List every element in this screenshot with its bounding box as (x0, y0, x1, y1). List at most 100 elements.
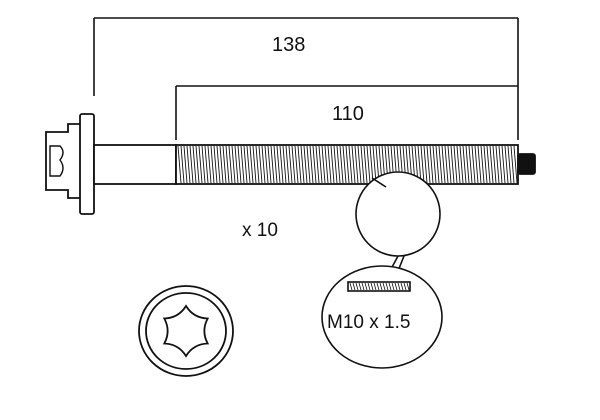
overall-length-label: 138 (272, 34, 305, 56)
thread-hatch-line (201, 145, 206, 184)
thread-sample-hatch-line (367, 282, 371, 291)
thread-hatch-line (441, 145, 446, 184)
thread-hatch-line (327, 145, 332, 184)
dimension-overall-length (93, 17, 519, 140)
bolt-thread (175, 144, 519, 185)
thread-hatch-line (456, 145, 461, 184)
thread-hatch-line (180, 145, 185, 184)
thread-hatch-line (513, 145, 518, 184)
thread-sample-hatch-line (406, 282, 410, 291)
bolt-side-view (45, 113, 536, 215)
thread-hatch-line (291, 145, 296, 184)
thread-hatch-line (258, 145, 263, 184)
thread-sample-hatch-line (352, 282, 356, 291)
washer-outer-ring (138, 285, 234, 377)
thread-hatch-line (213, 145, 218, 184)
thread-hatch-line (336, 145, 341, 184)
thread-hatch-line (279, 145, 284, 184)
thread-hatch-line (453, 145, 458, 184)
quantity-label: x 10 (242, 220, 278, 241)
thread-hatch-line (417, 145, 422, 184)
washer-inner-ring (145, 292, 227, 370)
thread-hatch-line (192, 145, 197, 184)
thread-hatch-line (339, 145, 344, 184)
thread-sample-hatch-line (361, 282, 365, 291)
thread-sample-hatch-line (355, 282, 359, 291)
thread-hatch-line (459, 145, 464, 184)
thread-sample-hatch-line (388, 282, 392, 291)
dimension-thread-length (175, 85, 518, 140)
thread-hatch-line (333, 145, 338, 184)
thread-hatch-line (198, 145, 203, 184)
thread-hatch-line (315, 145, 320, 184)
thread-sample-hatch-line (382, 282, 386, 291)
thread-sample-hatch-line (400, 282, 404, 291)
thread-sample-hatch-line (349, 282, 353, 291)
thread-hatch-line (426, 145, 431, 184)
thread-hatch-line (507, 145, 512, 184)
thread-sample-hatch-line (397, 282, 401, 291)
thread-hatch (177, 145, 518, 184)
thread-hatch-line (363, 145, 368, 184)
thread-sample-hatch-line (403, 282, 407, 291)
thread-hatch-line (510, 145, 515, 184)
thread-hatch-line (204, 145, 209, 184)
thread-sample-hatch-line (385, 282, 389, 291)
thread-hatch-line (195, 145, 200, 184)
thread-hatch-line (249, 145, 254, 184)
thread-hatch-line (303, 145, 308, 184)
detail-leader-a (371, 177, 387, 188)
thread-hatch-line (495, 145, 500, 184)
thread-hatch-line (285, 145, 290, 184)
thread-hatch-line (222, 145, 227, 184)
thread-hatch-line (267, 145, 272, 184)
thread-hatch-line (471, 145, 476, 184)
thread-hatch-line (216, 145, 221, 184)
thread-hatch-line (354, 145, 359, 184)
torx-icon (162, 304, 210, 358)
thread-hatch-line (483, 145, 488, 184)
thread-hatch-line (225, 145, 230, 184)
thread-hatch-line (486, 145, 491, 184)
thread-hatch-line (489, 145, 494, 184)
thread-hatch-line (255, 145, 260, 184)
bolt-head-detail (49, 145, 64, 177)
thread-hatch-line (210, 145, 215, 184)
thread-hatch-line (504, 145, 509, 184)
thread-hatch-line (183, 145, 188, 184)
thread-sample-hatch-line (364, 282, 368, 291)
thread-hatch-line (270, 145, 275, 184)
thread-hatch-line (498, 145, 503, 184)
bolt-tip (517, 153, 536, 175)
thread-hatch-line (276, 145, 281, 184)
thread-hatch-line (420, 145, 425, 184)
thread-hatch-line (246, 145, 251, 184)
thread-sample-hatch-line (358, 282, 362, 291)
thread-hatch-line (462, 145, 467, 184)
thread-sample-hatch-line (376, 282, 380, 291)
thread-hatch-line (207, 145, 212, 184)
thread-hatch-line (282, 145, 287, 184)
thread-sample-hatch-line (373, 282, 377, 291)
thread-hatch-line (228, 145, 233, 184)
thread-hatch-line (321, 145, 326, 184)
thread-hatch-line (372, 145, 377, 184)
thread-hatch-line (465, 145, 470, 184)
thread-hatch-line (501, 145, 506, 184)
thread-sample-hatch-line (370, 282, 374, 291)
thread-hatch-line (237, 145, 242, 184)
thread-length-label: 110 (332, 103, 364, 125)
thread-hatch-line (366, 145, 371, 184)
thread-hatch-line (177, 145, 182, 184)
thread-hatch-line (444, 145, 449, 184)
thread-hatch-line (351, 145, 356, 184)
thread-hatch-line (297, 145, 302, 184)
thread-spec-label: M10 x 1.5 (327, 312, 410, 333)
thread-hatch-line (324, 145, 329, 184)
thread-detail-callout (321, 171, 443, 369)
thread-hatch-line (309, 145, 314, 184)
thread-hatch-line (438, 145, 443, 184)
thread-hatch-line (261, 145, 266, 184)
